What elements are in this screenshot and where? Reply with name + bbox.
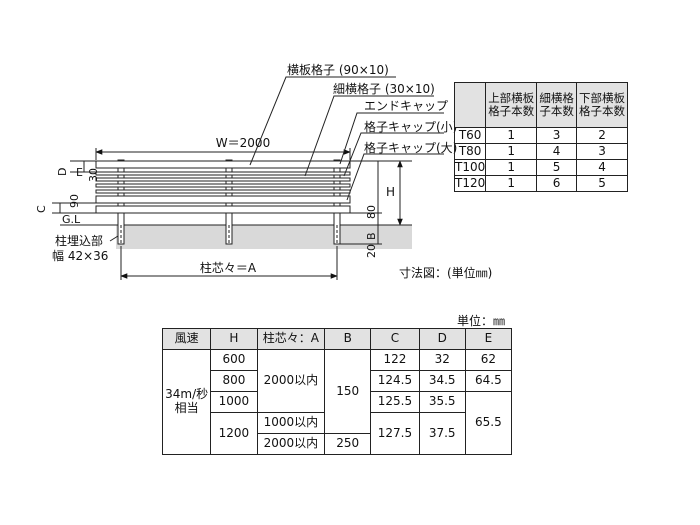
table-cell: 1200: [210, 412, 258, 455]
table-cell: 1000以内: [256, 412, 326, 434]
table-row: 2000以内 250: [163, 433, 512, 455]
table-cell: 127.5: [370, 412, 420, 455]
table-header-cell: H: [210, 328, 258, 350]
table-header-cell: E: [464, 328, 513, 350]
table-header-cell: C: [370, 328, 420, 350]
table-cell: 1: [485, 175, 538, 192]
dim-80-label: 80: [365, 205, 378, 219]
dim-b-label: B: [365, 232, 378, 240]
gl-label: G.L: [62, 213, 81, 226]
table-header-cell: 風速: [161, 328, 212, 350]
burial-leader: [109, 235, 119, 242]
callout-yokoita: 横板格子 (90×10): [287, 62, 389, 77]
table-cell: 4: [536, 143, 578, 160]
table-header-cell: [453, 82, 487, 128]
post-width-label: 幅 42×36: [52, 248, 108, 263]
table-row: T80 1 4 3: [453, 143, 628, 160]
table-header-cell: B: [324, 328, 372, 350]
dim-e-label: E: [76, 166, 83, 179]
dimension-caption: 寸法図：(単位㎜): [399, 265, 492, 280]
table-cell: 1: [485, 159, 538, 176]
width-label: W＝2000: [216, 136, 270, 150]
callout-cap-small: 格子キャップ(小): [364, 119, 457, 134]
table-cell: 150: [324, 349, 372, 434]
table-header-cell: 上部横板格子本数: [485, 82, 538, 128]
burial-label: 柱埋込部: [55, 233, 103, 248]
callout-cap-large: 格子キャップ(大): [364, 140, 457, 155]
table-cell: T80: [453, 143, 487, 160]
table-row: T60 1 3 2: [453, 127, 628, 144]
table-cell: 3: [536, 127, 578, 144]
lower-board-slat: [95, 205, 351, 214]
table-header-cell: 柱芯々：A: [256, 328, 326, 350]
right-dimension-lines: [340, 160, 412, 245]
table-cell: 4: [576, 159, 628, 176]
table-cell: 122: [370, 349, 420, 371]
table-header-cell: 細横格子本数: [536, 82, 578, 128]
ground-section: [116, 225, 412, 249]
table-row: 1000 125.5 35.5 65.5: [163, 391, 513, 455]
table-row: T120 1 6 5: [453, 175, 628, 192]
table-cell: 64.5: [464, 370, 513, 392]
top-board-slat: [95, 160, 351, 169]
callout-hosoyoko: 細横格子 (30×10): [333, 81, 435, 96]
thin-slat: [95, 171, 351, 176]
table-cell: 800: [210, 370, 258, 392]
spec-table: 風速 H 柱芯々：A B C D E 34m/秒相当 600 2000以内 15…: [161, 328, 513, 455]
table-header-cell: D: [418, 328, 466, 350]
dim-20-label: 20: [365, 244, 378, 258]
dim-c-label: C: [35, 205, 48, 213]
post-burial-lines: [120, 225, 338, 244]
table-cell: 1: [485, 143, 538, 160]
callout-leaders: [249, 76, 444, 201]
table-row: T100 1 5 4: [453, 159, 628, 176]
unit-label: 単位：㎜: [457, 314, 506, 328]
thin-slat: [95, 177, 351, 182]
wind-speed-cell: 34m/秒相当: [161, 349, 212, 455]
left-dimension-marks: [52, 160, 96, 214]
thin-slat: [95, 189, 351, 194]
callout-end-cap: エンドキャップ: [364, 99, 448, 113]
dim-90-label: 90: [68, 194, 81, 208]
table-cell: 32: [418, 349, 466, 371]
table-cell: 62: [464, 349, 513, 371]
table-header-row: 風速 H 柱芯々：A B C D E: [161, 328, 513, 350]
table-cell: 1: [485, 127, 538, 144]
table-header-row: 上部横板格子本数 細横格子本数 下部横板格子本数: [453, 82, 628, 128]
table-row: 34m/秒相当 600 2000以内 150 122 32 62: [161, 349, 513, 455]
table-cell: T100: [453, 159, 487, 176]
table-cell: 6: [536, 175, 578, 192]
table-cell: 2000以内: [256, 349, 326, 413]
table-cell: 35.5: [418, 391, 466, 413]
slat-count-table: 上部横板格子本数 細横格子本数 下部横板格子本数 T60 1 3 2 T80 1…: [453, 82, 628, 192]
lower-board-slat: [95, 195, 351, 204]
dim-30-label: 30: [87, 168, 100, 182]
table-cell: 124.5: [370, 370, 420, 392]
table-header-cell: 下部横板格子本数: [576, 82, 628, 128]
dim-h-label: H: [386, 185, 395, 199]
table-cell: 1000: [210, 391, 258, 413]
table-cell: 2000以内: [256, 433, 326, 455]
table-cell: T120: [453, 175, 487, 192]
table-cell: 125.5: [370, 391, 420, 413]
fence-dimension-diagram: W＝2000 横板格子 (90×10) 細横格子 (30×10) エンドキャップ…: [35, 62, 492, 280]
table-cell: 5: [576, 175, 628, 192]
table-cell: 2: [576, 127, 628, 144]
table-row: 1200 1000以内 127.5 37.5: [163, 412, 512, 455]
table-cell: 37.5: [418, 412, 466, 455]
table-cell: 5: [536, 159, 578, 176]
fence-slats: [95, 160, 351, 214]
thin-slat: [95, 183, 351, 188]
table-cell: 3: [576, 143, 628, 160]
table-cell: 600: [210, 349, 258, 371]
table-cell: T60: [453, 127, 487, 144]
table-cell: 34.5: [418, 370, 466, 392]
table-cell: 250: [324, 433, 372, 455]
pitch-label: 柱芯々＝A: [200, 260, 257, 275]
dim-d-label: D: [56, 168, 69, 176]
table-cell: 65.5: [464, 391, 513, 455]
